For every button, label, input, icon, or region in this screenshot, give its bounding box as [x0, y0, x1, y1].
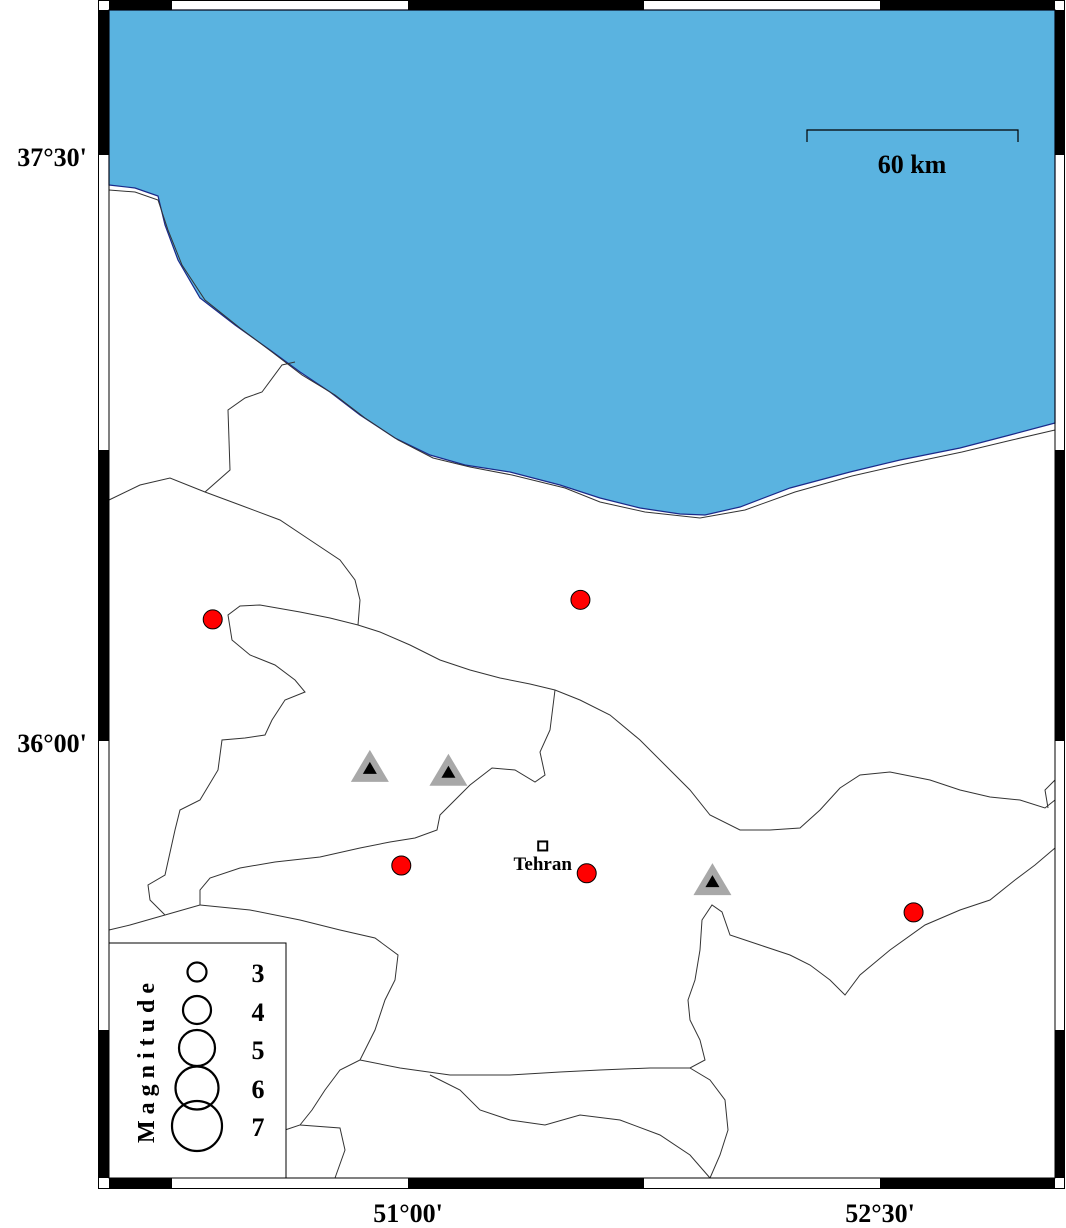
legend-label: 5	[252, 1036, 265, 1065]
city-tehran: Tehran	[513, 840, 572, 875]
scale-bar: 60 km	[806, 129, 1019, 179]
legend-circle-3	[186, 961, 208, 983]
legend-circle-6	[174, 1065, 220, 1111]
map-frame	[98, 0, 1065, 1189]
legend-label: 7	[252, 1113, 265, 1142]
city-marker-icon	[537, 840, 549, 852]
legend-label: 4	[252, 998, 265, 1027]
lon-tick-label: 52°30'	[845, 1199, 915, 1228]
legend-circle-4	[181, 994, 213, 1026]
station-triangle-icon	[429, 753, 468, 786]
caspian-sea	[108, 9, 1056, 516]
legend-circle-7	[170, 1099, 224, 1153]
lon-tick-label: 51°00'	[373, 1199, 443, 1228]
earthquake-marker	[903, 902, 924, 923]
station-triangle-icon	[693, 863, 732, 896]
earthquake-marker	[202, 609, 223, 630]
earthquakes-layer	[202, 589, 924, 923]
province-boundaries	[108, 189, 1056, 1179]
earthquake-marker	[576, 863, 597, 884]
scale-bar-label: 60 km	[878, 150, 947, 179]
lat-tick-label: 36°00'	[17, 729, 87, 758]
earthquake-marker	[391, 855, 412, 876]
city-label: Tehran	[513, 854, 572, 875]
legend-title: Magnitude	[134, 977, 160, 1143]
earthquake-marker	[570, 589, 591, 610]
magnitude-legend: Magnitude 3 4 5 6 7	[108, 942, 287, 1179]
station-triangle-icon	[350, 749, 389, 782]
lat-tick-label: 37°30'	[17, 143, 87, 172]
stations-layer	[350, 749, 732, 896]
legend-label: 6	[252, 1075, 265, 1104]
legend-label: 3	[252, 959, 265, 988]
